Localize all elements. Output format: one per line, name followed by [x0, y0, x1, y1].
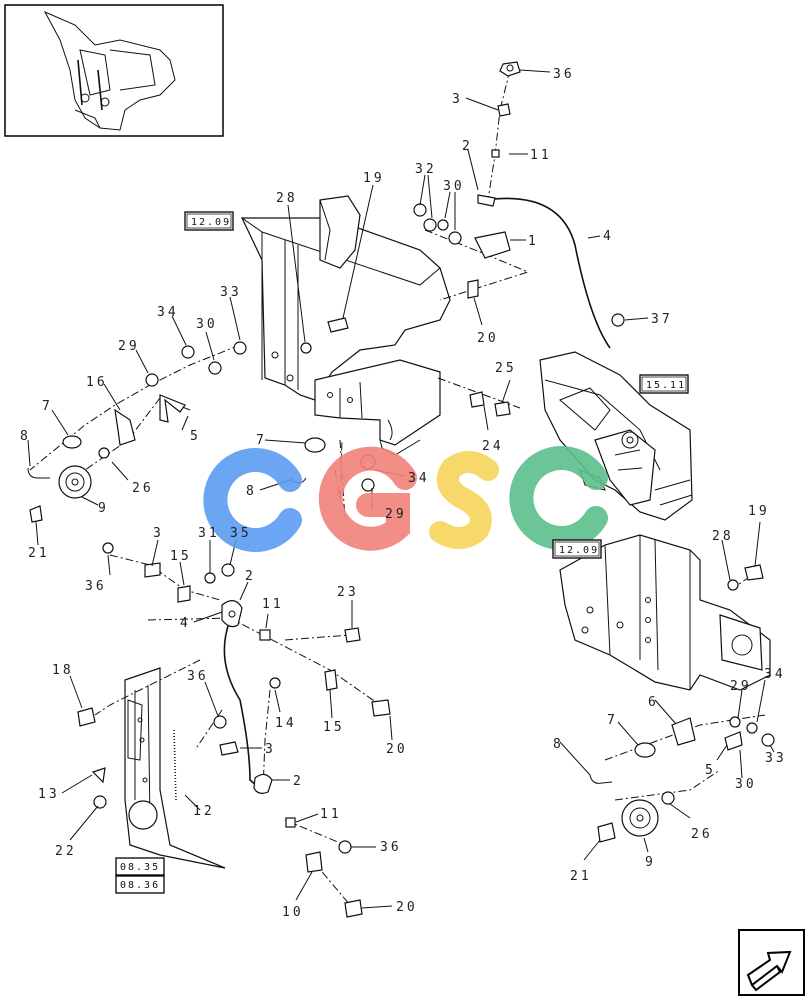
- callout-6: 6: [648, 695, 659, 710]
- right-lower-bracket[interactable]: [559, 534, 771, 691]
- watermark-letter-c2: [509, 446, 608, 550]
- callout-4: 4: [180, 616, 191, 631]
- watermark-letter-s: [429, 451, 499, 549]
- svg-text:15.11: 15.11: [646, 380, 686, 391]
- callout-13: 13: [38, 787, 60, 802]
- callout-5: 5: [190, 429, 201, 444]
- svg-text:08.35: 08.35: [120, 862, 160, 873]
- callout-2: 2: [245, 569, 256, 584]
- callout-32: 32: [415, 162, 437, 177]
- callout-5: 5: [705, 763, 716, 778]
- callout-30: 30: [735, 777, 757, 792]
- callout-28: 28: [276, 191, 298, 206]
- watermark-cgsc: [203, 446, 608, 552]
- callout-30: 30: [196, 317, 218, 332]
- callout-19: 19: [363, 171, 385, 186]
- callout-36: 36: [187, 669, 209, 684]
- callout-18: 18: [52, 663, 74, 678]
- callout-15: 15: [323, 720, 345, 735]
- watermark-letter-c1: [203, 448, 302, 552]
- callout-19: 19: [748, 504, 770, 519]
- callout-37: 37: [651, 312, 673, 327]
- ref-box-12-09-lower[interactable]: 12.09: [552, 539, 602, 559]
- callout-36: 36: [380, 840, 402, 855]
- callout-20: 20: [477, 331, 499, 346]
- callout-30: 30: [443, 179, 465, 194]
- callout-34: 34: [408, 471, 430, 486]
- svg-text:12.09: 12.09: [559, 545, 599, 556]
- callout-16: 16: [86, 375, 108, 390]
- callout-29: 29: [385, 507, 407, 522]
- callout-3: 3: [153, 526, 164, 541]
- svg-text:12.09: 12.09: [191, 217, 231, 228]
- callout-12: 12: [193, 804, 215, 819]
- callout-8: 8: [246, 484, 257, 499]
- cable-lower[interactable]: [223, 619, 263, 791]
- callout-8: 8: [553, 737, 564, 752]
- callout-34: 34: [764, 667, 786, 682]
- svg-text:08.36: 08.36: [120, 880, 160, 891]
- ref-box-08-36[interactable]: 08.36: [115, 875, 165, 894]
- callout-29: 29: [118, 339, 140, 354]
- callout-9: 9: [645, 855, 656, 870]
- callout-2: 2: [293, 774, 304, 789]
- callout-20: 20: [386, 742, 408, 757]
- callout-36: 36: [85, 579, 107, 594]
- ref-box-15-11[interactable]: 15.11: [639, 374, 689, 394]
- callout-9: 9: [98, 501, 109, 516]
- callout-10: 10: [282, 905, 304, 920]
- callout-34: 34: [157, 305, 179, 320]
- callout-1: 1: [528, 234, 539, 249]
- lower-left-panel[interactable]: [124, 667, 226, 869]
- callout-3: 3: [265, 742, 276, 757]
- callout-36: 36: [553, 67, 575, 82]
- callout-11: 11: [530, 148, 552, 163]
- callout-29: 29: [730, 679, 752, 694]
- overview-thumbnail[interactable]: [4, 4, 224, 137]
- callout-2: 2: [462, 139, 473, 154]
- callout-11: 11: [320, 807, 342, 822]
- callout-14: 14: [275, 716, 297, 731]
- callout-20: 20: [396, 900, 418, 915]
- callout-33: 33: [220, 285, 242, 300]
- next-page-arrow-button[interactable]: [738, 929, 805, 996]
- ref-box-12-09-upper[interactable]: 12.09: [184, 211, 234, 231]
- watermark-letter-g: [318, 446, 417, 551]
- callout-35: 35: [230, 526, 252, 541]
- upper-frame-bracket[interactable]: [241, 195, 451, 456]
- callout-26: 26: [132, 481, 154, 496]
- callout-4: 4: [603, 229, 614, 244]
- cable-upper[interactable]: [484, 197, 611, 349]
- callout-15: 15: [170, 549, 192, 564]
- callout-11: 11: [262, 597, 284, 612]
- callout-7: 7: [256, 433, 267, 448]
- ref-box-08-35[interactable]: 08.35: [115, 857, 165, 876]
- callout-26: 26: [691, 827, 713, 842]
- callout-7: 7: [607, 713, 618, 728]
- callout-31: 31: [198, 526, 220, 541]
- hardware-parts[interactable]: [27, 61, 775, 918]
- callout-21: 21: [28, 546, 50, 561]
- callout-21: 21: [570, 869, 592, 884]
- callout-labels: 36 3 11 2 32 30 1 4 37 20 28 19 34 33 30…: [20, 67, 787, 920]
- callout-3: 3: [452, 92, 463, 107]
- callout-7: 7: [42, 399, 53, 414]
- callout-25: 25: [495, 361, 517, 376]
- right-machine-section[interactable]: [539, 351, 693, 521]
- callout-23: 23: [337, 585, 359, 600]
- callout-22: 22: [55, 844, 77, 859]
- callout-8: 8: [20, 429, 31, 444]
- callout-24: 24: [482, 439, 504, 454]
- callout-28: 28: [712, 529, 734, 544]
- arrow-icon: [746, 950, 792, 987]
- callout-33: 33: [765, 751, 787, 766]
